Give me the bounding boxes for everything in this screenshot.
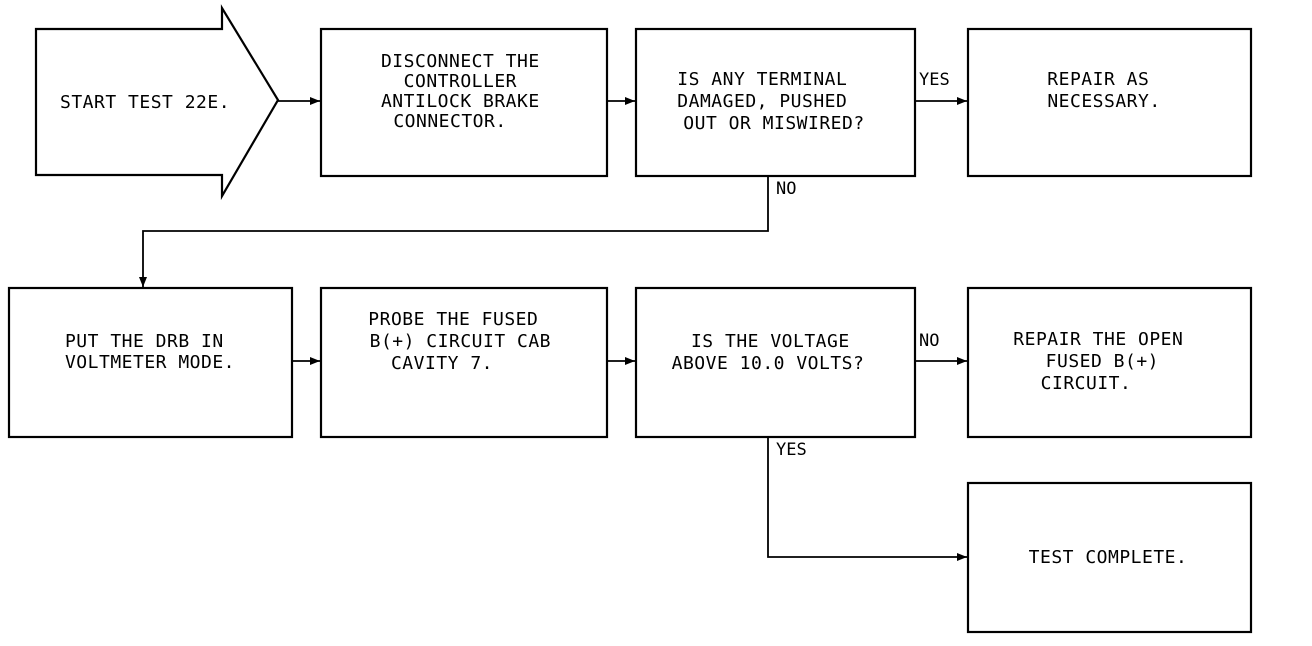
repair-as-necessary-line-1: REPAIR AS [1047, 69, 1149, 90]
probe-line-1: PROBE THE FUSED [368, 309, 538, 330]
put-drb-line-2: VOLTMETER MODE. [65, 352, 235, 373]
disconnect-text: DISCONNECT THE CONTROLLER ANTILOCK BRAKE… [381, 51, 551, 132]
voltage-question-line-1: IS THE VOLTAGE [691, 331, 850, 352]
test-complete-label: TEST COMPLETE. [1029, 547, 1188, 568]
disconnect-line-2: CONTROLLER [404, 71, 517, 92]
disconnect-line-3: ANTILOCK BRAKE [381, 91, 540, 112]
repair-as-necessary-text: REPAIR AS NECESSARY. [1047, 69, 1160, 112]
repair-open-line-3: CIRCUIT. [1041, 373, 1132, 394]
probe-box [319, 286, 609, 439]
terminal-question-text: IS ANY TERMINAL DAMAGED, PUSHED OUT OR M… [677, 69, 864, 134]
edge-label-yes-2: YES [776, 440, 807, 460]
disconnect-box [319, 27, 609, 178]
connector-voltage-yes-to-complete [767, 437, 967, 561]
terminal-question-box [634, 27, 917, 178]
repair-open-line-2: FUSED B(+) [1046, 351, 1159, 372]
start-label: START TEST 22E. [60, 92, 230, 113]
disconnect-line-1: DISCONNECT THE [381, 51, 540, 72]
put-drb-box [7, 286, 294, 439]
voltage-question-box [634, 286, 917, 439]
repair-as-necessary-line-2: NECESSARY. [1047, 91, 1160, 112]
terminal-question-line-1: IS ANY TERMINAL [677, 69, 847, 90]
voltage-question-text: IS THE VOLTAGE ABOVE 10.0 VOLTS? [672, 331, 865, 374]
edge-label-no-2: NO [919, 331, 939, 351]
edge-label-no-1: NO [776, 179, 796, 199]
repair-open-line-1: REPAIR THE OPEN [1013, 329, 1183, 350]
terminal-question-line-2: DAMAGED, PUSHED [677, 91, 847, 112]
test-complete-box [966, 481, 1253, 634]
probe-text: PROBE THE FUSED B(+) CIRCUIT CAB CAVITY … [368, 309, 562, 374]
disconnect-line-4: CONNECTOR. [393, 111, 506, 132]
put-drb-text: PUT THE DRB IN VOLTMETER MODE. [65, 331, 235, 373]
connector-question-no-to-drb [139, 176, 769, 287]
start-arrow-shape [34, 4, 280, 201]
terminal-question-line-3: OUT OR MISWIRED? [683, 113, 864, 134]
repair-open-text: REPAIR THE OPEN FUSED B(+) CIRCUIT. [1013, 329, 1194, 394]
repair-as-necessary-box [966, 27, 1253, 178]
repair-open-box [966, 286, 1253, 439]
put-drb-line-1: PUT THE DRB IN [65, 331, 224, 352]
edge-label-yes-1: YES [919, 70, 950, 90]
probe-line-3: CAVITY 7. [391, 353, 493, 374]
voltage-question-line-2: ABOVE 10.0 VOLTS? [672, 353, 865, 374]
probe-line-2: B(+) CIRCUIT CAB [370, 331, 551, 352]
